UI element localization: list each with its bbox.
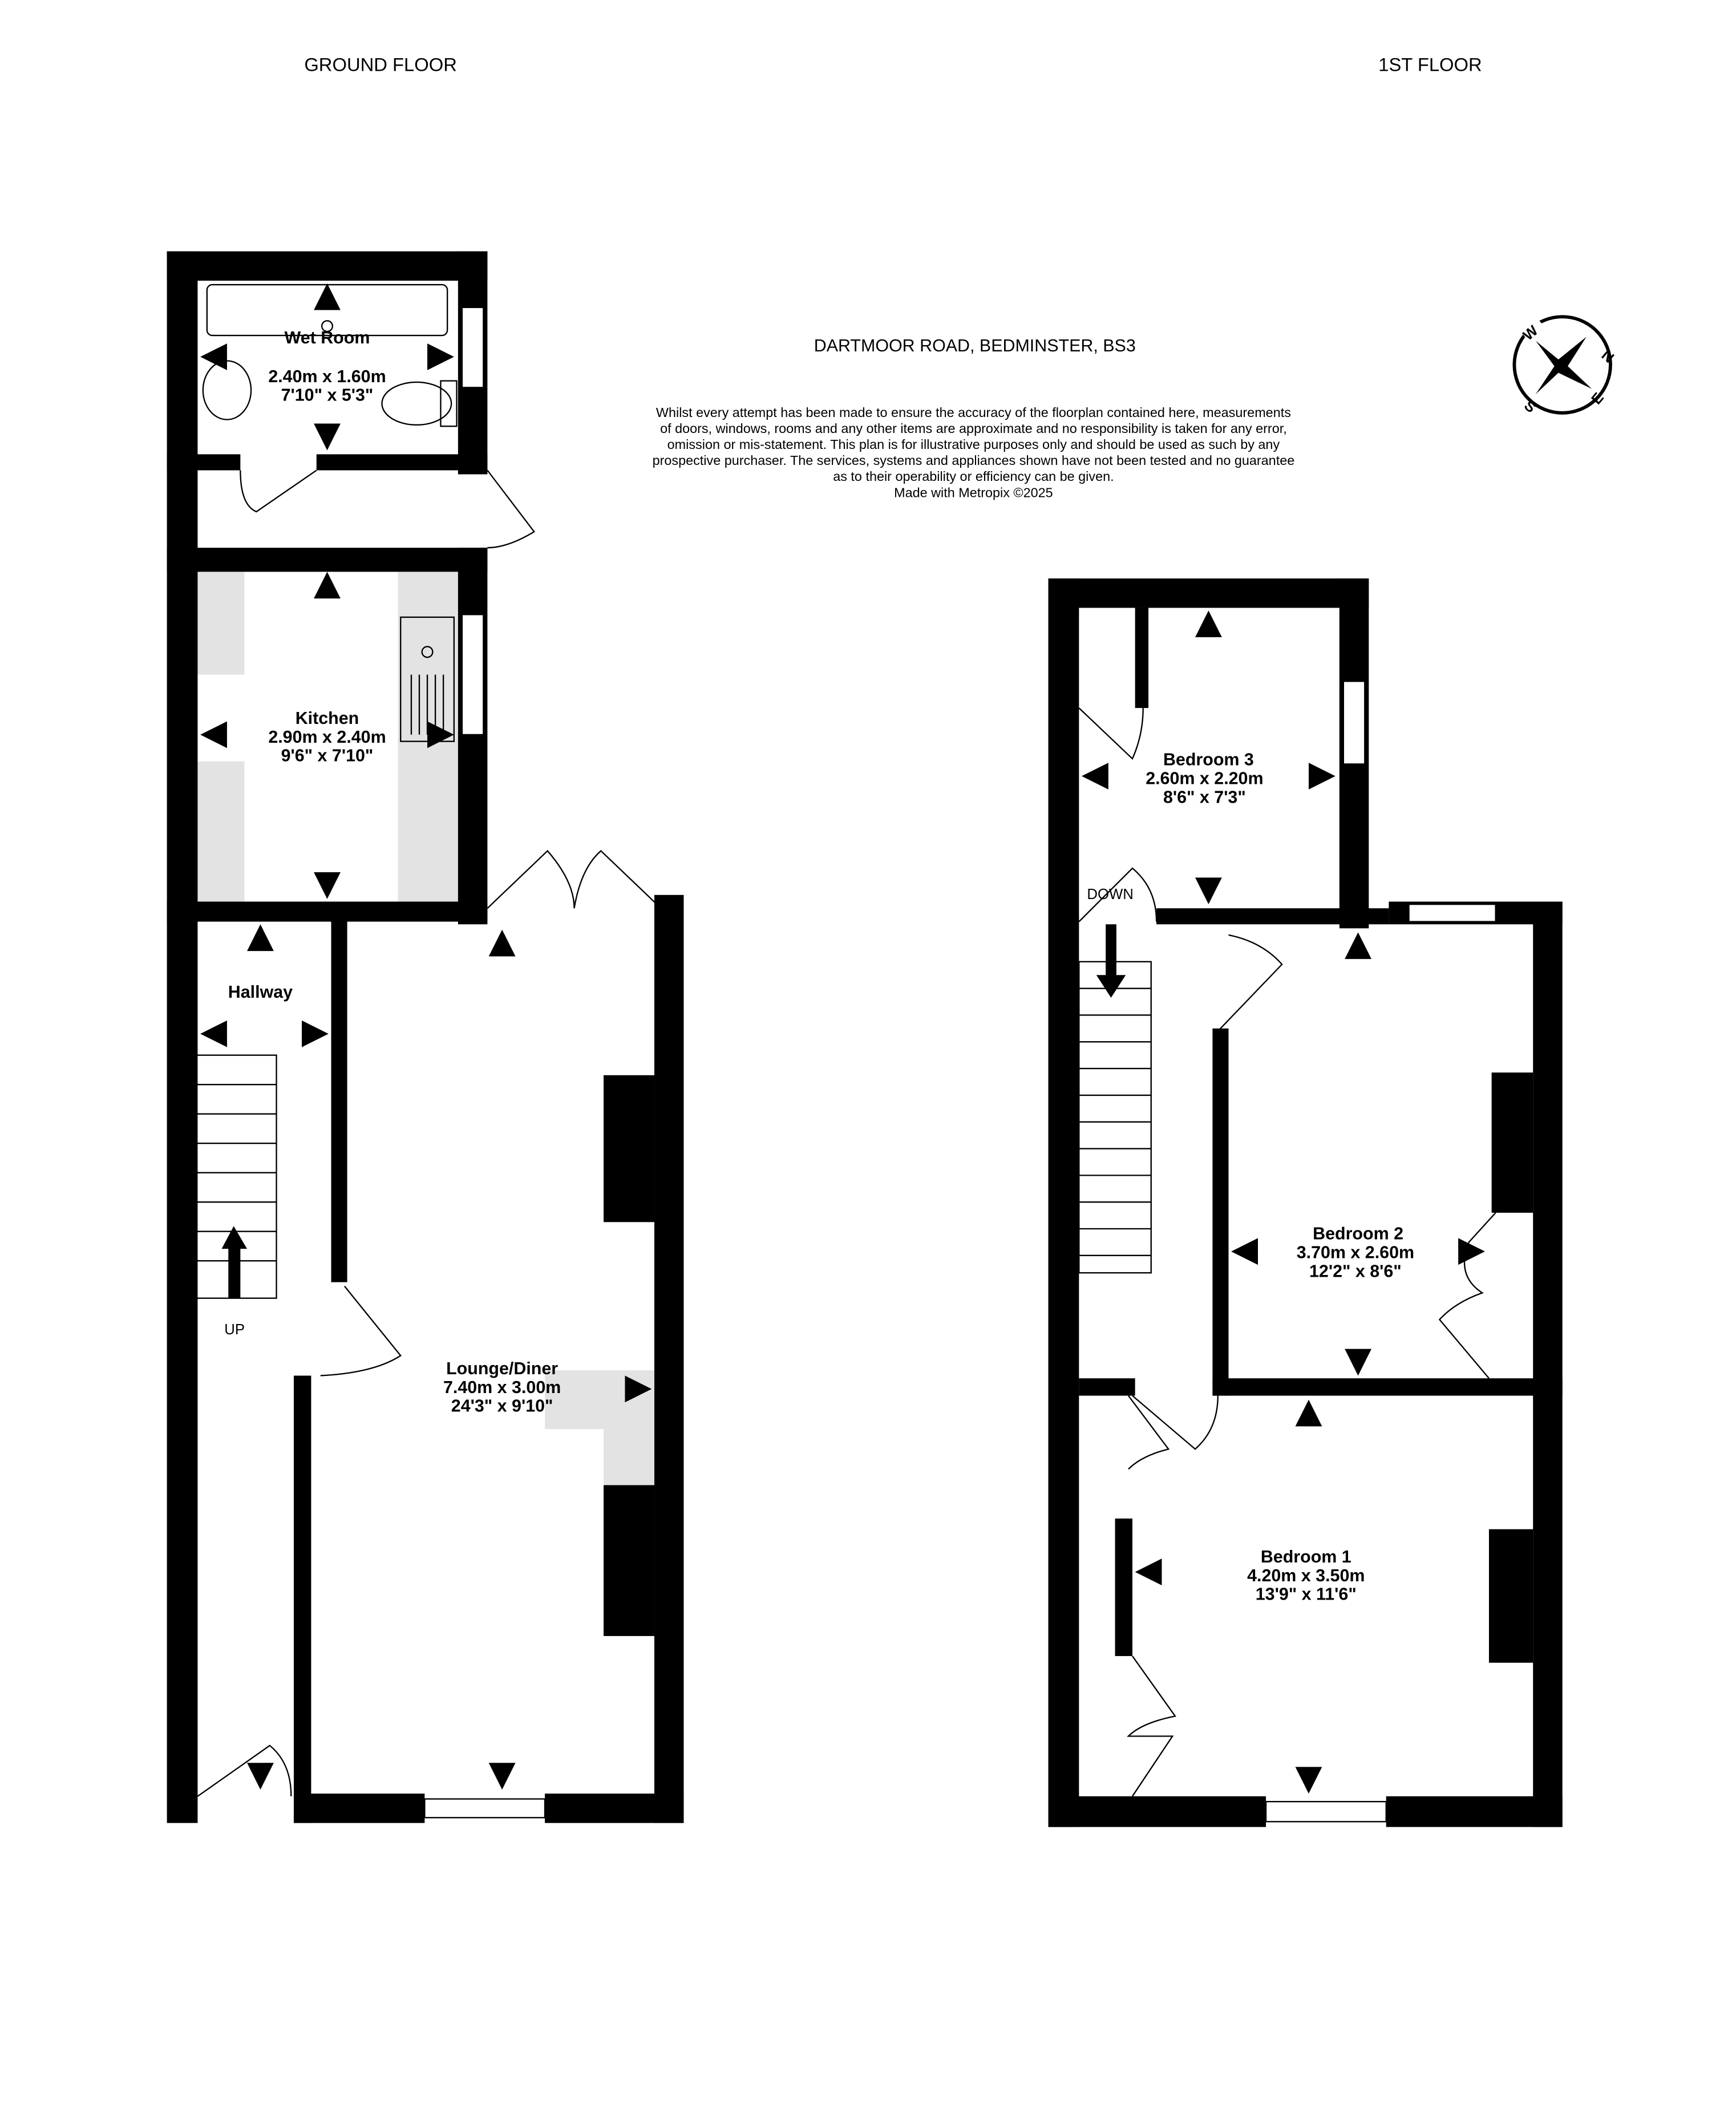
room-bedroom-3: Bedroom 3 2.60m x 2.20m 8'6" x 7'3" [1146, 750, 1263, 807]
room-kitchen: Kitchen 2.90m x 2.40m 9'6" x 7'10" [268, 709, 386, 766]
room-dimensions-metric: 2.90m x 2.40m [268, 727, 386, 747]
room-name: Bedroom 2 [1313, 1224, 1403, 1244]
room-dimensions-metric: 3.70m x 2.60m [1297, 1242, 1414, 1262]
stairs-down-label: DOWN [1087, 886, 1133, 902]
room-dimensions-imperial: 13'9" x 11'6" [1256, 1585, 1357, 1604]
stairs-up-label: UP [224, 1322, 245, 1338]
ground-floor-plan: UP [167, 251, 684, 1823]
room-dimensions-metric: 2.40m x 1.60m [268, 367, 386, 386]
compass-n: N [1599, 347, 1617, 366]
room-bedroom-2: Bedroom 2 3.70m x 2.60m 12'2" x 8'6" [1297, 1224, 1414, 1281]
room-name: Kitchen [296, 709, 359, 728]
room-hallway: Hallway [228, 982, 293, 1002]
room-lounge-diner: Lounge/Diner 7.40m x 3.00m 24'3" x 9'10" [443, 1359, 561, 1416]
disclaimer-line: prospective purchaser. The services, sys… [653, 453, 1295, 468]
dimension-arrows [200, 283, 652, 1790]
disclaimer-line: Made with Metropix ©2025 [894, 485, 1053, 500]
room-dimensions-imperial: 12'2" x 8'6" [1309, 1261, 1402, 1281]
room-bedroom-1: Bedroom 1 4.20m x 3.50m 13'9" x 11'6" [1247, 1547, 1365, 1604]
compass-s: S [1521, 398, 1539, 416]
stairs-first [1078, 924, 1152, 1274]
address: DARTMOOR ROAD, BEDMINSTER, BS3 [814, 336, 1136, 355]
room-dimensions-metric: 4.20m x 3.50m [1247, 1566, 1365, 1585]
room-name: Hallway [228, 982, 293, 1002]
room-dimensions-imperial: 7'10" x 5'3" [281, 386, 374, 405]
disclaimer: Whilst every attempt has been made to en… [653, 405, 1295, 500]
room-dimensions-imperial: 8'6" x 7'3" [1163, 787, 1246, 807]
room-dimensions-metric: 7.40m x 3.00m [443, 1378, 561, 1397]
room-name: Bedroom 3 [1163, 750, 1254, 770]
disclaimer-line: as to their operability or efficiency ca… [833, 469, 1114, 484]
disclaimer-line: of doors, windows, rooms and any other i… [660, 421, 1287, 436]
dimension-arrows [1082, 610, 1485, 1794]
compass-icon: W N E S [1512, 313, 1617, 416]
disclaimer-line: omission or mis-statement. This plan is … [667, 437, 1280, 452]
first-floor-plan: DOWN [1048, 578, 1563, 1827]
disclaimer-line: Whilst every attempt has been made to en… [656, 405, 1291, 420]
room-name: Bedroom 1 [1261, 1547, 1351, 1566]
stairs-ground [195, 1054, 277, 1299]
room-dimensions-imperial: 9'6" x 7'10" [281, 746, 374, 766]
room-dimensions-metric: 2.60m x 2.20m [1146, 769, 1263, 788]
room-dimensions-imperial: 24'3" x 9'10" [451, 1396, 553, 1416]
room-name: Wet Room [285, 328, 370, 347]
ground-floor-title: GROUND FLOOR [304, 54, 457, 75]
room-name: Lounge/Diner [446, 1359, 558, 1378]
room-wet-room: Wet Room 2.40m x 1.60m 7'10" x 5'3" [268, 328, 386, 405]
first-floor-title: 1ST FLOOR [1378, 54, 1482, 75]
